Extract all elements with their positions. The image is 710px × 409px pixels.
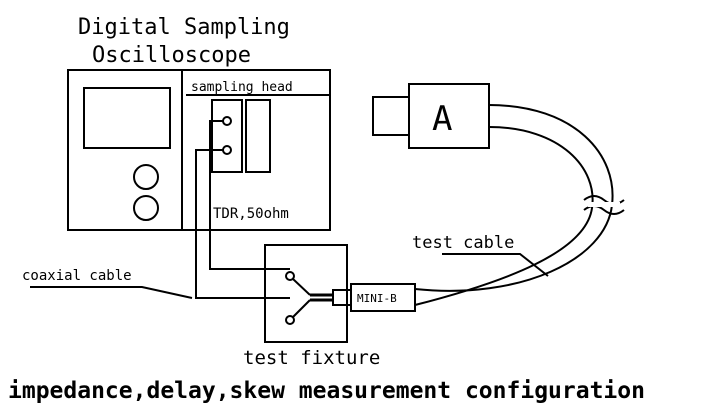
diagram-caption: impedance,delay,skew measurement configu…: [8, 378, 645, 404]
coaxial-cable-label: coaxial cable: [22, 268, 132, 284]
oscilloscope-knob-lower: [133, 195, 159, 221]
test-fixture: [264, 244, 348, 343]
mini-connector-label: MINI-B: [357, 292, 397, 305]
mini-connector: [350, 283, 416, 312]
connector-a: [408, 83, 490, 149]
oscilloscope-knob-upper: [133, 164, 159, 190]
port-2-icon: [222, 145, 232, 155]
test-cable-inner: [414, 126, 594, 306]
test-fixture-label: test fixture: [243, 347, 380, 369]
mini-connector-tip: [332, 289, 352, 306]
fixture-pin-1-icon: [285, 271, 295, 281]
coaxial-cable-2: [195, 149, 290, 299]
sampling-head-label: sampling head: [191, 80, 293, 95]
oscilloscope-screen: [83, 87, 171, 149]
connector-a-label: A: [432, 99, 452, 139]
sampling-head-module: [245, 99, 271, 173]
oscilloscope-title-line2: Oscilloscope: [92, 43, 251, 68]
oscilloscope-body: [67, 69, 331, 231]
fixture-trace-2: [292, 299, 311, 318]
tdr-label: TDR,50ohm: [213, 206, 289, 222]
coaxial-cable-1: [209, 120, 290, 270]
coaxial-cable-leader: [30, 286, 193, 299]
port-1-icon: [222, 116, 232, 126]
fixture-trace-1: [292, 278, 311, 296]
cable-break-gap: [588, 202, 620, 207]
oscilloscope-title-line1: Digital Sampling: [78, 15, 290, 40]
connector-a-tip: [372, 96, 410, 136]
test-cable-label: test cable: [412, 233, 514, 253]
fixture-pin-2-icon: [285, 315, 295, 325]
test-cable-leader: [442, 253, 549, 277]
sampling-head-port-panel: [211, 99, 243, 173]
